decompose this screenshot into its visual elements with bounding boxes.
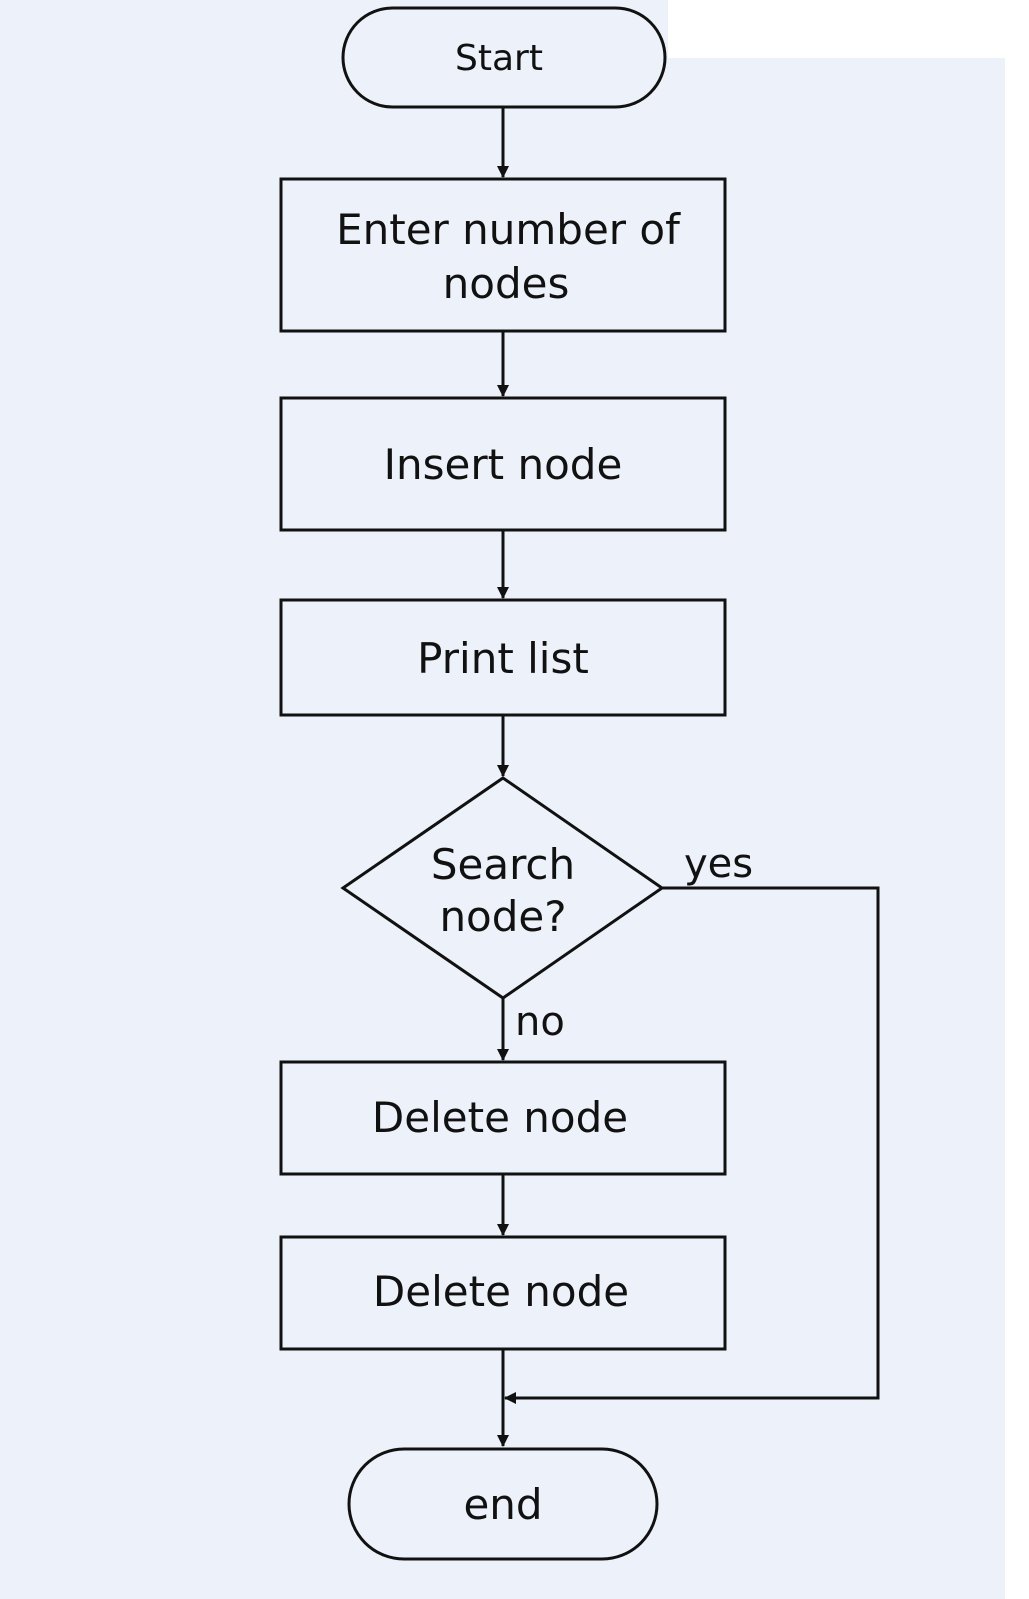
decision-label-line1: Search <box>431 840 575 889</box>
delete-node-label-1: Delete node <box>372 1093 628 1142</box>
end-label: end <box>463 1480 542 1529</box>
top-right-white-strip <box>668 0 1005 58</box>
enter-nodes-label-line1: Enter number of <box>336 205 681 254</box>
delete-node-process-2 <box>279 1235 727 1351</box>
enter-nodes-label-line2: nodes <box>443 259 570 308</box>
end-terminal <box>347 1447 659 1561</box>
delete-node-process-1 <box>279 1060 727 1176</box>
yes-edge-label: yes <box>684 841 753 887</box>
insert-node-label: Insert node <box>384 440 623 489</box>
insert-node-process <box>279 396 727 532</box>
print-list-label: Print list <box>417 634 589 683</box>
start-label: Start <box>455 38 543 79</box>
start-terminal <box>341 6 667 109</box>
no-edge-label: no <box>515 999 565 1045</box>
delete-node-label-2: Delete node <box>373 1267 629 1316</box>
decision-label-line2: node? <box>439 892 566 941</box>
enter-nodes-process <box>279 177 727 333</box>
arrow-yes-branch <box>504 886 880 1404</box>
